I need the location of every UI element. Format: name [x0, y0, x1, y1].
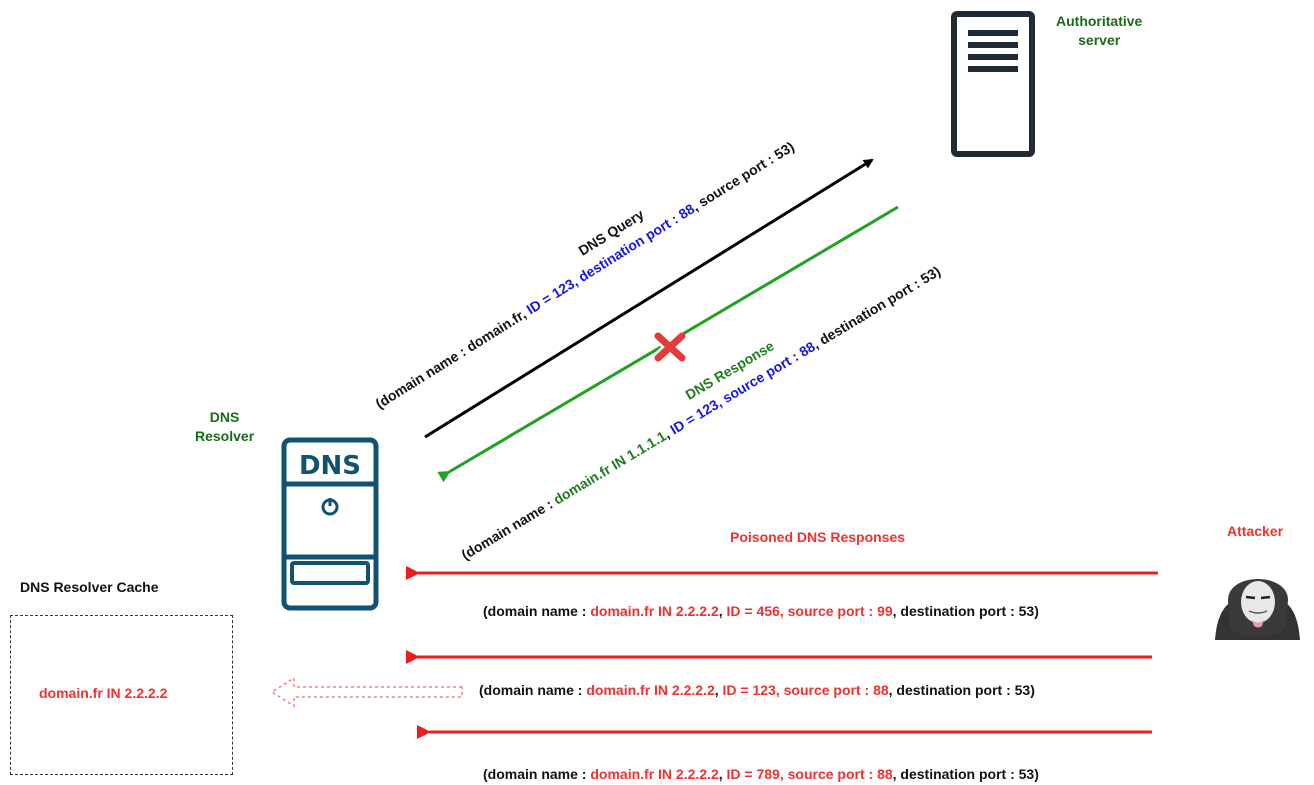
poisoned-line-1: (domain name : domain.fr IN 2.2.2.2, ID …: [483, 604, 1039, 618]
poisoned-line-id: ID = 789, source port : 88: [726, 766, 893, 782]
poisoned-line-sep: ,: [718, 603, 727, 619]
authoritative-title: Authoritative server: [1056, 14, 1142, 47]
poisoned-line-suffix: , destination port : 53): [888, 682, 1035, 698]
poisoned-line-prefix: (domain name :: [479, 682, 587, 698]
poisoned-line-record: domain.fr IN 2.2.2.2: [586, 682, 715, 698]
poisoned-line-record: domain.fr IN 2.2.2.2: [590, 766, 719, 782]
poisoned-title: Poisoned DNS Responses: [730, 529, 906, 545]
poisoned-line-record: domain.fr IN 2.2.2.2: [590, 603, 719, 619]
dns-resolver-cache-box: domain.fr IN 2.2.2.2: [10, 615, 233, 775]
poisoned-line-sep: ,: [718, 766, 727, 782]
poisoned-line-id: ID = 456, source port : 99: [726, 603, 893, 619]
poisoned-line-suffix: , destination port : 53): [892, 766, 1039, 782]
resolver-title-line1: DNS: [209, 409, 240, 425]
authoritative-title-line2: server: [1078, 32, 1121, 48]
blocked-x-icon: [653, 331, 687, 363]
cache-write-arrow: [270, 676, 463, 708]
cache-title: DNS Resolver Cache: [20, 579, 159, 595]
dns-query-arrow: [424, 158, 874, 439]
poisoned-line-sep: ,: [714, 682, 723, 698]
server-icon: [951, 11, 1035, 157]
attacker-icon: [1215, 579, 1300, 640]
poisoned-line-id: ID = 123, source port : 88: [722, 682, 889, 698]
dns-resolver-icon: DNS: [281, 437, 379, 611]
resolver-title-line2: Resolver: [195, 428, 255, 444]
poisoned-line-3: (domain name : domain.fr IN 2.2.2.2, ID …: [483, 767, 1039, 781]
dns-badge-text: DNS: [299, 451, 361, 481]
poisoned-line-prefix: (domain name :: [483, 766, 591, 782]
poisoned-line-suffix: , destination port : 53): [892, 603, 1039, 619]
attacker-title: Attacker: [1227, 523, 1284, 539]
poisoned-line-prefix: (domain name :: [483, 603, 591, 619]
resolver-title: DNS Resolver: [195, 410, 254, 443]
cache-entry: domain.fr IN 2.2.2.2: [39, 685, 168, 701]
poisoned-line-2: (domain name : domain.fr IN 2.2.2.2, ID …: [479, 683, 1035, 697]
authoritative-title-line1: Authoritative: [1056, 13, 1143, 29]
